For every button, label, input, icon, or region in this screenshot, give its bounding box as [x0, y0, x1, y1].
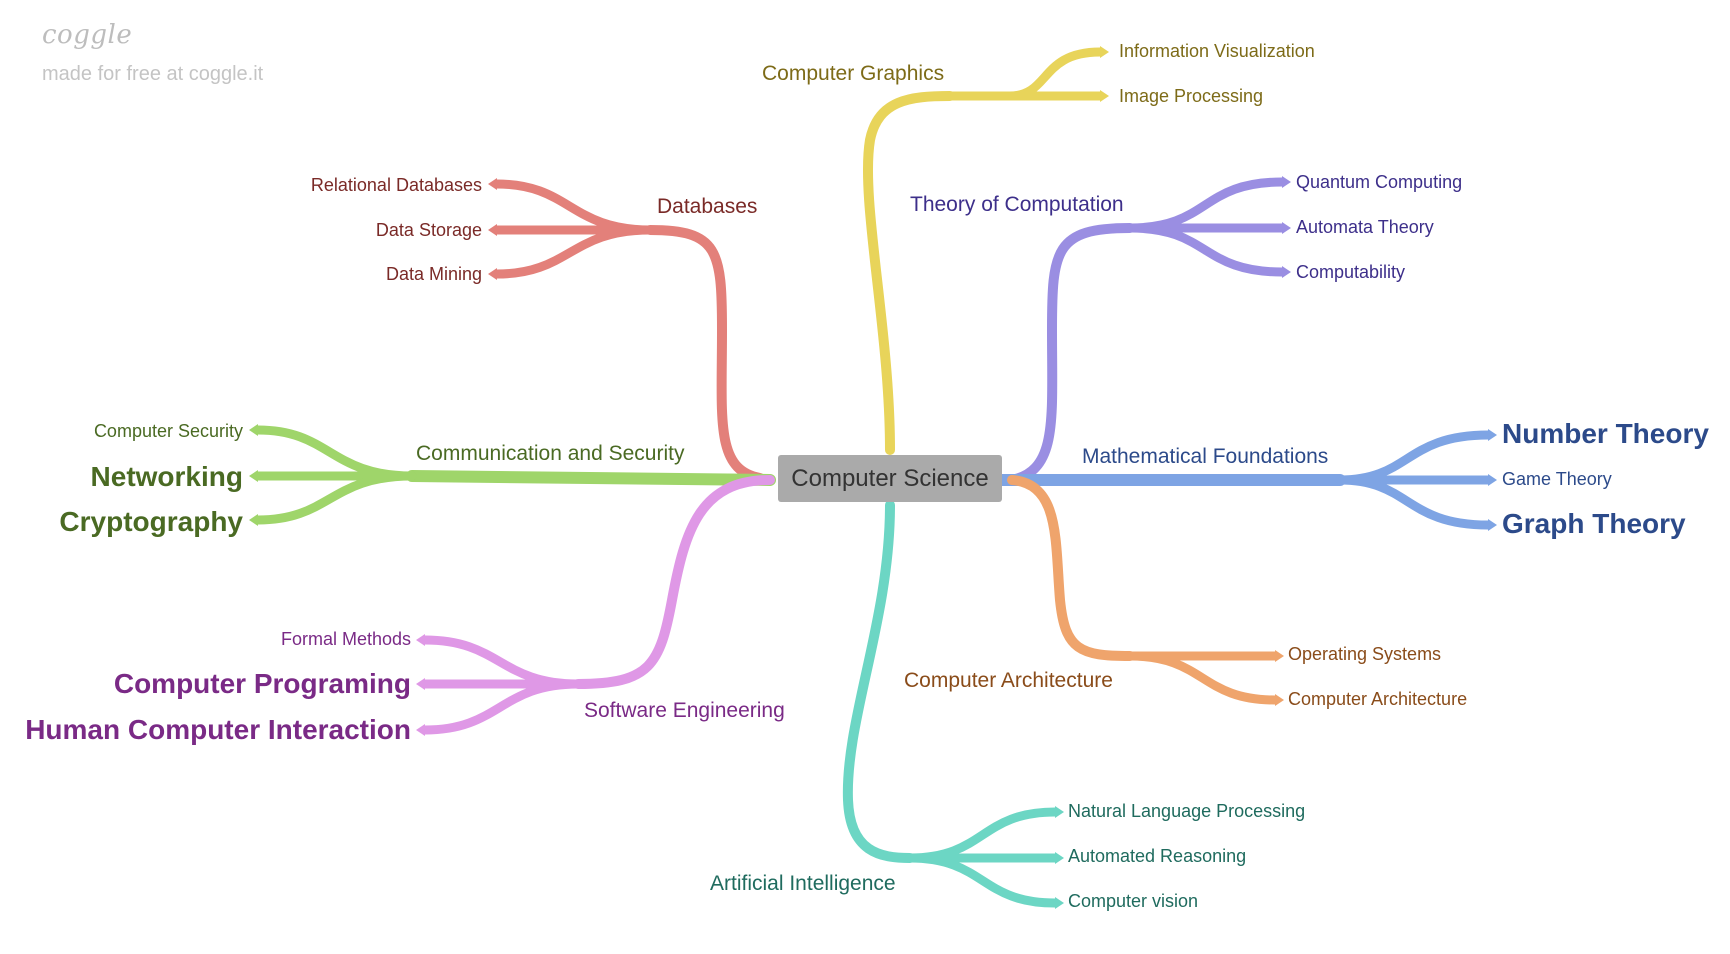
- connector-computer-architecture-leaf: [1125, 651, 1280, 705]
- branch-communication-and-security[interactable]: Communication and Security: [416, 442, 685, 465]
- leaf-image-processing[interactable]: Image Processing: [1119, 86, 1264, 106]
- leaf-information-visualization[interactable]: Information Visualization: [1119, 41, 1315, 61]
- leaf-human-computer-interaction[interactable]: Human Computer Interaction: [25, 714, 411, 745]
- leaf-operating-systems[interactable]: Operating Systems: [1288, 644, 1442, 664]
- connector-quantum-computing: [1125, 177, 1287, 233]
- connector-computer-architecture: [1007, 475, 1135, 661]
- leaf-networking[interactable]: Networking: [90, 461, 243, 492]
- connector-cryptography: [253, 471, 417, 525]
- arrow-image-processing: [1100, 90, 1109, 102]
- leaf-cryptography[interactable]: Cryptography: [59, 506, 243, 537]
- leaf-automated-reasoning[interactable]: Automated Reasoning: [1068, 846, 1247, 866]
- leaf-automata-theory[interactable]: Automata Theory: [1296, 217, 1434, 237]
- arrow-computer-architecture: [1275, 694, 1284, 706]
- connector-databases: [645, 225, 765, 483]
- root-node[interactable]: [778, 455, 1002, 502]
- connector-graph-theory: [1335, 475, 1493, 530]
- branch-artificial-intelligence[interactable]: Artificial Intelligence: [710, 872, 896, 895]
- coggle-tagline: made for free at coggle.it: [42, 63, 264, 85]
- arrow-formal-methods: [416, 634, 425, 646]
- arrow-computer-security: [249, 424, 258, 436]
- connector-computability: [1125, 223, 1287, 277]
- connector-data-mining: [492, 225, 655, 279]
- arrow-data-mining: [488, 268, 497, 280]
- leaf-natural-language-processing[interactable]: Natural Language Processing: [1068, 801, 1306, 821]
- connector-information-visualization: [945, 47, 1105, 101]
- leaf-computability[interactable]: Computability: [1296, 262, 1406, 282]
- connector-human-computer-interaction: [420, 679, 583, 735]
- connector-artificial-intelligence: [842, 500, 915, 863]
- leaf-computer-programing[interactable]: Computer Programing: [113, 668, 411, 699]
- leaf-formal-methods[interactable]: Formal Methods: [280, 629, 411, 649]
- connector-computer-security: [253, 425, 417, 481]
- connector-computer-vision: [905, 853, 1060, 908]
- arrow-quantum-computing: [1282, 176, 1291, 188]
- arrow-cryptography: [249, 514, 258, 526]
- leaf-computer-architecture[interactable]: Computer Architecture: [1288, 689, 1468, 709]
- arrow-operating-systems: [1275, 650, 1284, 662]
- connector-formal-methods: [420, 635, 583, 689]
- arrow-graph-theory: [1488, 519, 1497, 531]
- leaf-game-theory[interactable]: Game Theory: [1502, 469, 1612, 489]
- arrow-data-storage: [488, 224, 497, 236]
- branch-software-engineering[interactable]: Software Engineering: [584, 699, 785, 722]
- arrow-human-computer-interaction: [416, 724, 425, 736]
- leaf-data-storage[interactable]: Data Storage: [375, 220, 482, 240]
- arrow-computer-vision: [1055, 897, 1064, 909]
- arrow-computability: [1282, 266, 1291, 278]
- connector-theory-of-computation: [1007, 223, 1135, 485]
- arrow-automata-theory: [1282, 222, 1291, 234]
- leaf-computer-vision[interactable]: Computer vision: [1068, 891, 1199, 911]
- branch-theory-of-computation[interactable]: Theory of Computation: [910, 193, 1124, 216]
- arrow-relational-databases: [488, 178, 497, 190]
- branch-databases[interactable]: Databases: [657, 195, 758, 218]
- leaf-relational-databases[interactable]: Relational Databases: [310, 175, 482, 195]
- connector-communication-and-security: [406, 470, 776, 486]
- arrow-networking: [249, 470, 258, 482]
- arrow-game-theory: [1488, 474, 1497, 486]
- connector-computer-graphics: [863, 91, 955, 455]
- branch-computer-architecture[interactable]: Computer Architecture: [904, 669, 1113, 692]
- leaf-computer-security[interactable]: Computer Security: [93, 421, 243, 441]
- root-node-label: Computer Science: [791, 465, 989, 492]
- branch-mathematical-foundations[interactable]: Mathematical Foundations: [1082, 445, 1329, 468]
- arrow-natural-language-processing: [1055, 806, 1064, 818]
- connector-software-engineering: [573, 475, 775, 689]
- leaf-quantum-computing[interactable]: Quantum Computing: [1296, 172, 1463, 192]
- leaf-number-theory[interactable]: Number Theory: [1502, 418, 1709, 449]
- coggle-logo: coggle: [42, 20, 133, 50]
- arrow-automated-reasoning: [1055, 852, 1064, 864]
- arrow-number-theory: [1488, 429, 1497, 441]
- leaf-graph-theory[interactable]: Graph Theory: [1502, 508, 1686, 539]
- connector-number-theory: [1335, 430, 1493, 485]
- connector-natural-language-processing: [905, 807, 1060, 863]
- arrow-information-visualization: [1100, 46, 1109, 58]
- branch-computer-graphics[interactable]: Computer Graphics: [762, 62, 945, 85]
- arrow-computer-programing: [416, 678, 425, 690]
- connector-relational-databases: [492, 179, 655, 235]
- leaf-data-mining[interactable]: Data Mining: [385, 264, 482, 284]
